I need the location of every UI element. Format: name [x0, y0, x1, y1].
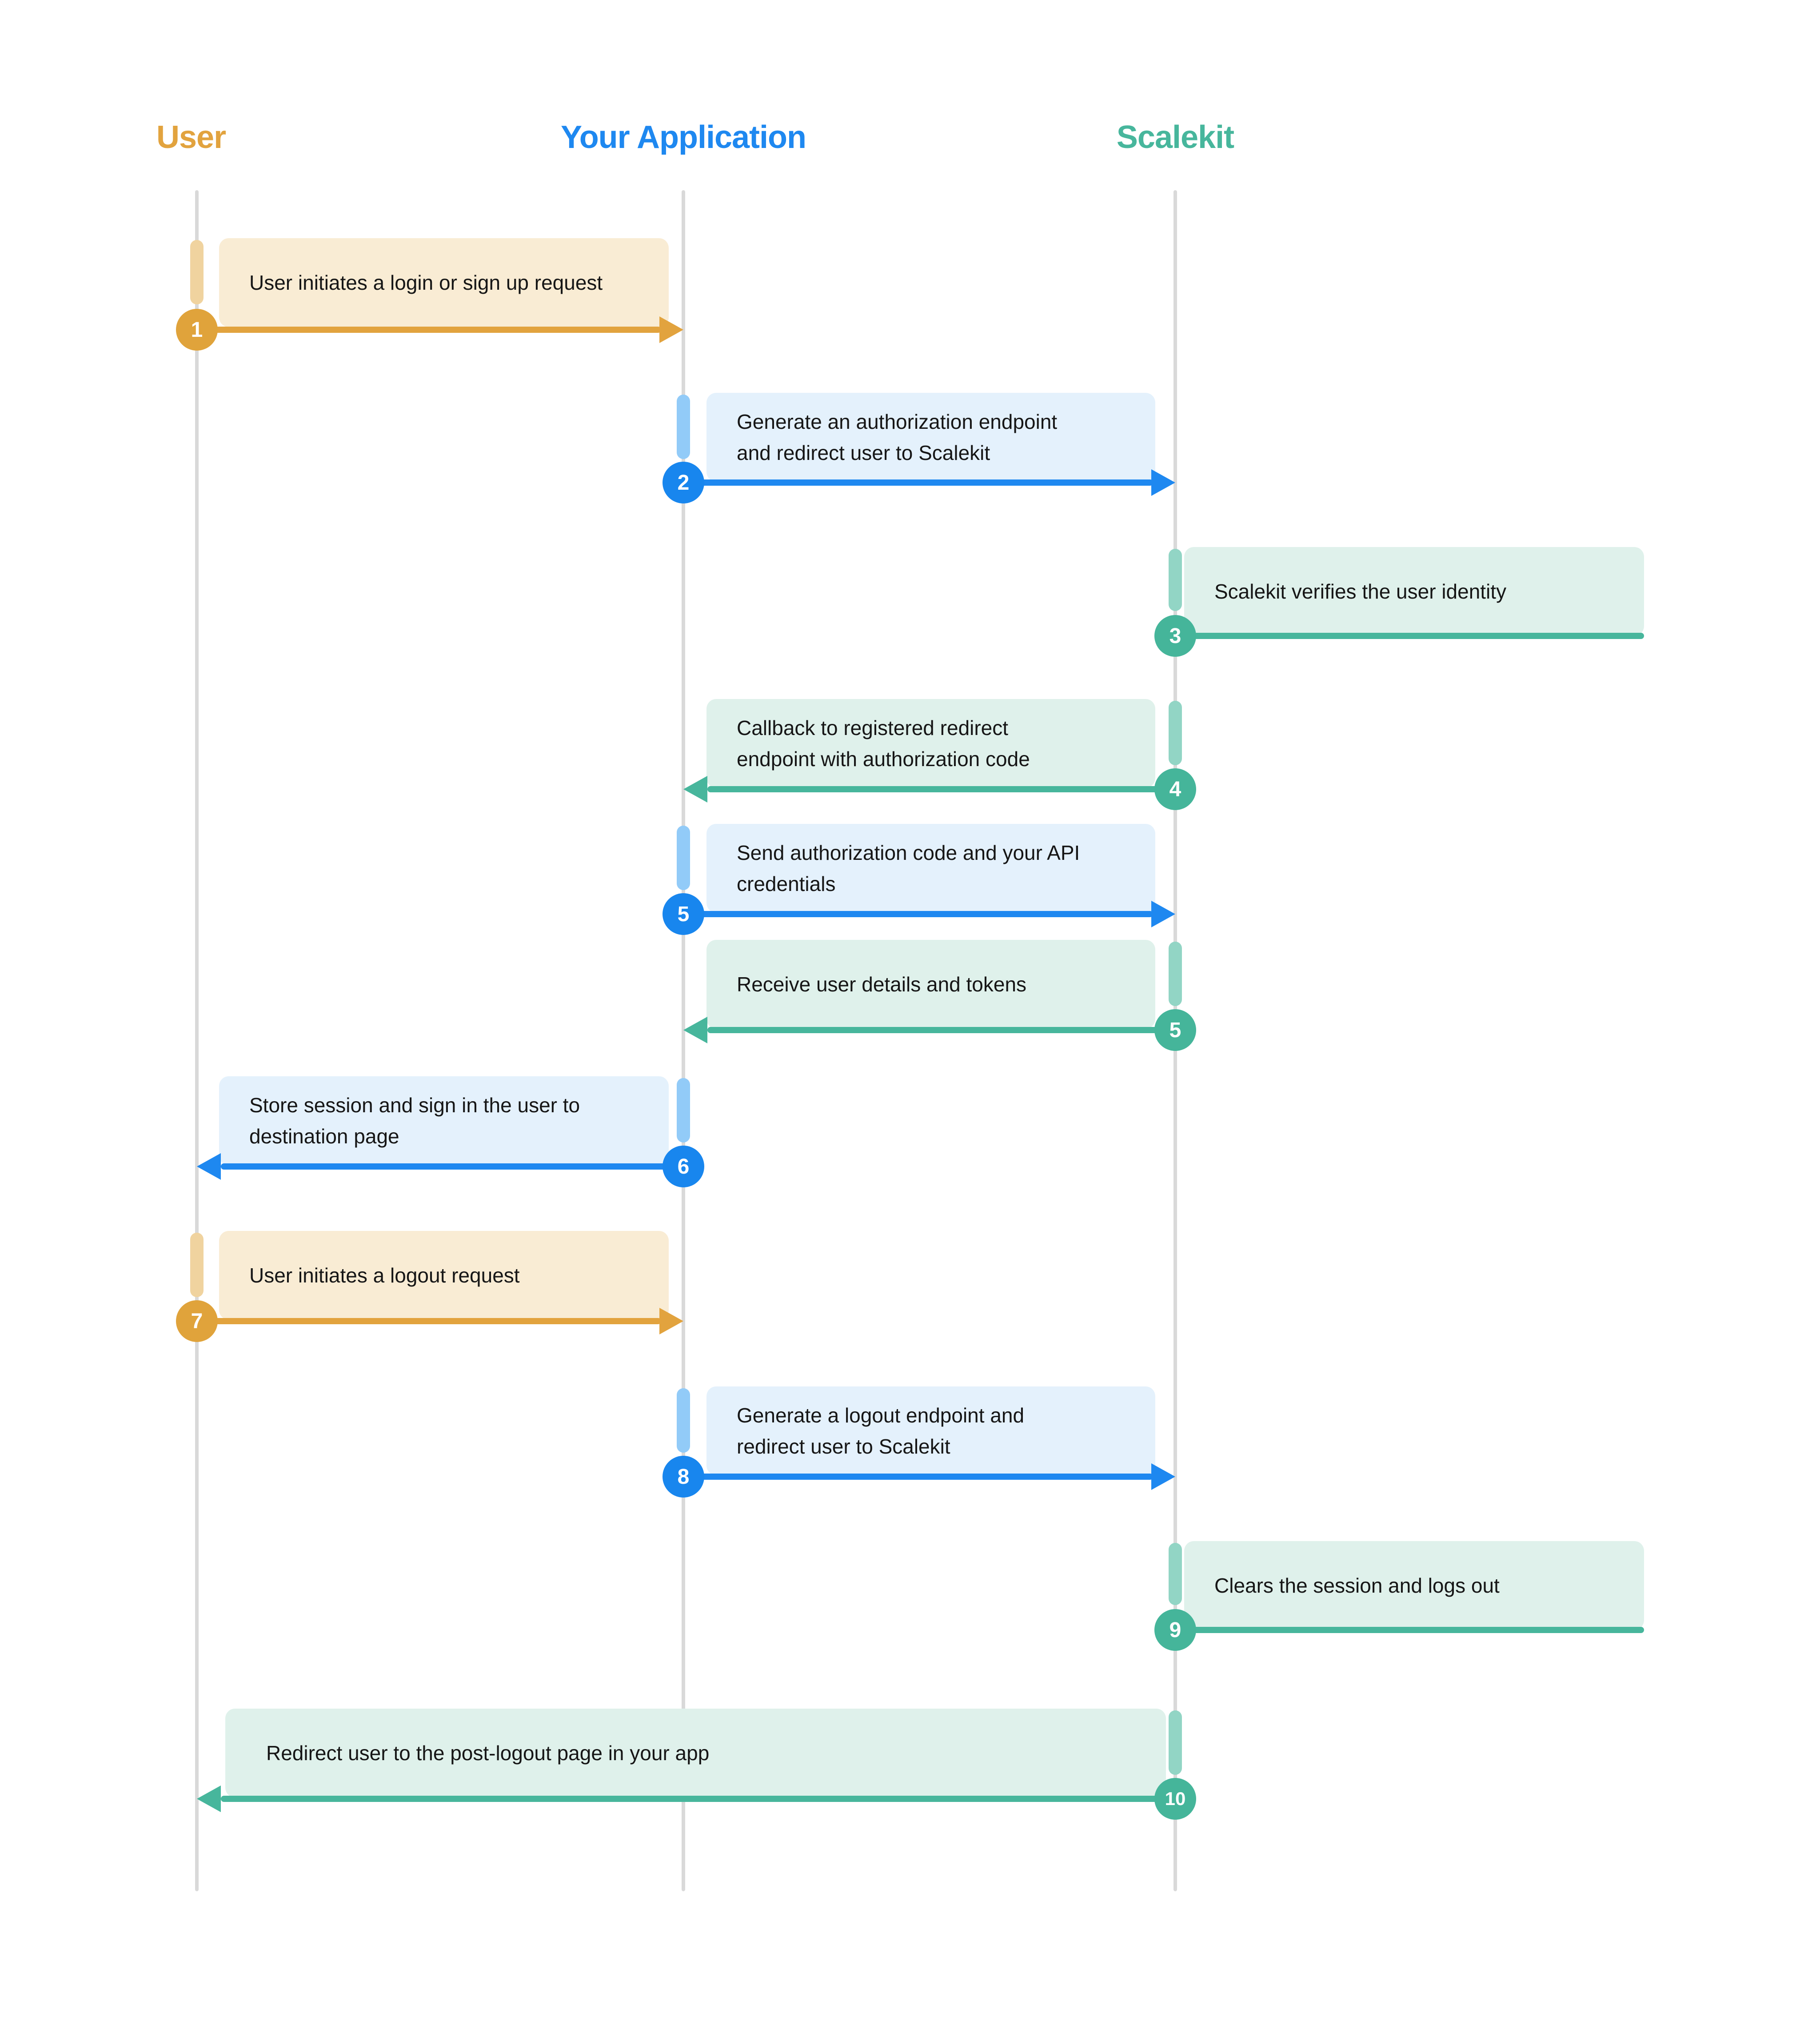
activation-bar: [190, 240, 204, 304]
step-number-badge: 2: [663, 462, 704, 503]
activation-bar: [677, 1078, 690, 1142]
message-note: User initiates a logout request: [219, 1231, 669, 1320]
message-note: Callback to registered redirect endpoint…: [706, 699, 1155, 788]
message-note: Receive user details and tokens: [706, 940, 1155, 1029]
activation-bar: [1169, 701, 1182, 765]
message-arrow-line: [221, 1796, 1175, 1802]
step-number-badge: 7: [176, 1300, 218, 1342]
step-number-badge: 5: [1154, 1009, 1196, 1051]
activation-bar: [1169, 549, 1182, 611]
message-arrow-line: [707, 1027, 1175, 1033]
message-note: Redirect user to the post-logout page in…: [225, 1709, 1166, 1797]
arrowhead-left-icon: [683, 1017, 707, 1043]
message-note: Send authorization code and your API cre…: [706, 824, 1155, 913]
message-arrow-line: [197, 327, 661, 333]
message-note: Scalekit verifies the user identity: [1184, 547, 1644, 636]
message-arrow-line: [197, 1318, 661, 1324]
message-arrow-line: [683, 1474, 1153, 1480]
actor-label-scalekit: Scalekit: [1116, 120, 1234, 155]
message-note: Generate a logout endpoint and redirect …: [706, 1386, 1155, 1475]
lifeline-user: [195, 190, 199, 1891]
actor-label-user: User: [156, 120, 226, 155]
arrowhead-right-icon: [1151, 901, 1175, 927]
note-underline: [1175, 633, 1644, 639]
message-arrow-line: [683, 911, 1153, 917]
actor-label-app: Your Application: [561, 120, 806, 155]
step-number-badge: 4: [1154, 768, 1196, 810]
note-underline: [1175, 1627, 1644, 1633]
arrowhead-left-icon: [197, 1153, 221, 1180]
message-arrow-line: [683, 479, 1153, 486]
arrowhead-left-icon: [197, 1785, 221, 1812]
activation-bar: [677, 1388, 690, 1453]
activation-bar: [1169, 942, 1182, 1006]
step-number-badge: 3: [1154, 615, 1196, 657]
step-number-badge: 5: [663, 893, 704, 935]
activation-bar: [190, 1233, 204, 1297]
activation-bar: [677, 826, 690, 890]
step-number-badge: 10: [1154, 1778, 1196, 1820]
arrowhead-right-icon: [659, 316, 683, 343]
activation-bar: [677, 395, 690, 459]
message-arrow-line: [707, 786, 1175, 792]
arrowhead-left-icon: [683, 776, 707, 803]
activation-bar: [1169, 1543, 1182, 1605]
step-number-badge: 6: [663, 1146, 704, 1187]
arrowhead-right-icon: [1151, 469, 1175, 496]
message-note: Generate an authorization endpoint and r…: [706, 393, 1155, 482]
message-note: User initiates a login or sign up reques…: [219, 238, 669, 327]
message-note: Clears the session and logs out: [1184, 1541, 1644, 1630]
step-number-badge: 1: [176, 309, 218, 351]
arrowhead-right-icon: [659, 1308, 683, 1334]
step-number-badge: 8: [663, 1456, 704, 1498]
message-arrow-line: [221, 1163, 683, 1170]
step-number-badge: 9: [1154, 1609, 1196, 1651]
message-note: Store session and sign in the user to de…: [219, 1076, 669, 1165]
arrowhead-right-icon: [1151, 1463, 1175, 1490]
activation-bar: [1169, 1710, 1182, 1775]
